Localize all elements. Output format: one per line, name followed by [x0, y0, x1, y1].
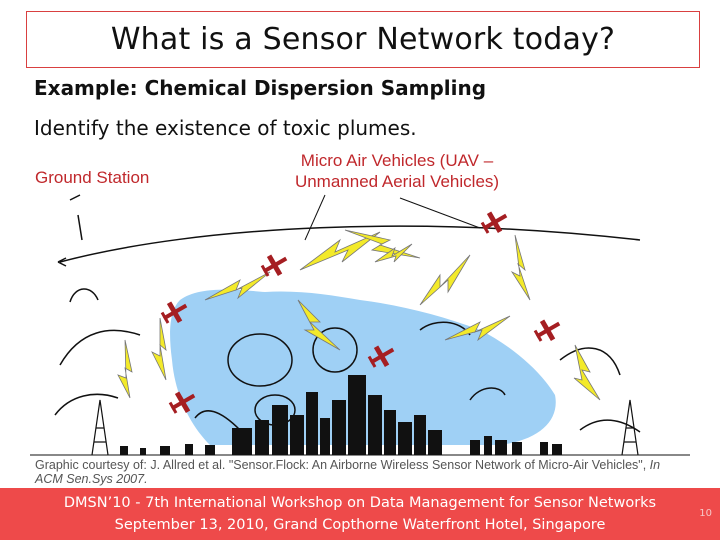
footer-line-1: DMSN’10 - 7th International Workshop on … [63, 495, 657, 511]
uav-plane-6 [168, 391, 196, 414]
uav-plane-5 [367, 345, 395, 368]
city-skyline [120, 375, 562, 455]
bolt-4 [419, 254, 471, 306]
bolt-9 [117, 339, 133, 399]
wireless-links [117, 229, 601, 401]
uav-plane-1 [480, 211, 508, 234]
slide-body-text: Identify the existence of toxic plumes. [34, 116, 417, 140]
bolt-7 [510, 234, 531, 301]
label-pointers [304, 194, 481, 241]
uav-plane-4 [533, 319, 561, 342]
footer-line-2: September 13, 2010, Grand Copthorne Wate… [114, 517, 606, 533]
title-box: What is a Sensor Network today? [26, 11, 700, 68]
toxic-plume [170, 289, 556, 445]
tower-right [621, 399, 639, 456]
credit-text: Graphic courtesy of: J. Allred et al. "S… [35, 458, 650, 472]
slide-number: 10 [699, 508, 712, 519]
bolt-1 [299, 231, 381, 271]
footer-banner: DMSN’10 - 7th International Workshop on … [0, 488, 720, 540]
bolt-6 [444, 315, 511, 342]
bolt-11 [374, 243, 413, 263]
uav-label-line2: Unmanned Aerial Vehicles) [294, 172, 500, 191]
slide-subtitle: Example: Chemical Dispersion Sampling [34, 76, 487, 100]
credit-venue: In ACM Sen.Sys 2007. [35, 458, 661, 486]
bolt-8 [151, 317, 167, 381]
bolt-3 [344, 229, 421, 259]
ground-station-towers [91, 399, 639, 456]
bolt-5 [297, 299, 341, 351]
graphic-credit: Graphic courtesy of: J. Allred et al. "S… [35, 458, 675, 486]
tower-left [91, 399, 109, 456]
uav-plane-2 [260, 254, 288, 277]
bolt-2 [204, 271, 271, 301]
uav-group [160, 211, 561, 414]
slide-title: What is a Sensor Network today? [110, 22, 616, 57]
uav-label: Micro Air Vehicles (UAV – Unmanned Aeria… [262, 150, 532, 192]
uav-label-line1: Micro Air Vehicles (UAV – [300, 151, 494, 170]
uav-plane-3 [160, 301, 188, 324]
ground-station-label: Ground Station [35, 168, 150, 187]
bolt-10 [573, 344, 601, 401]
